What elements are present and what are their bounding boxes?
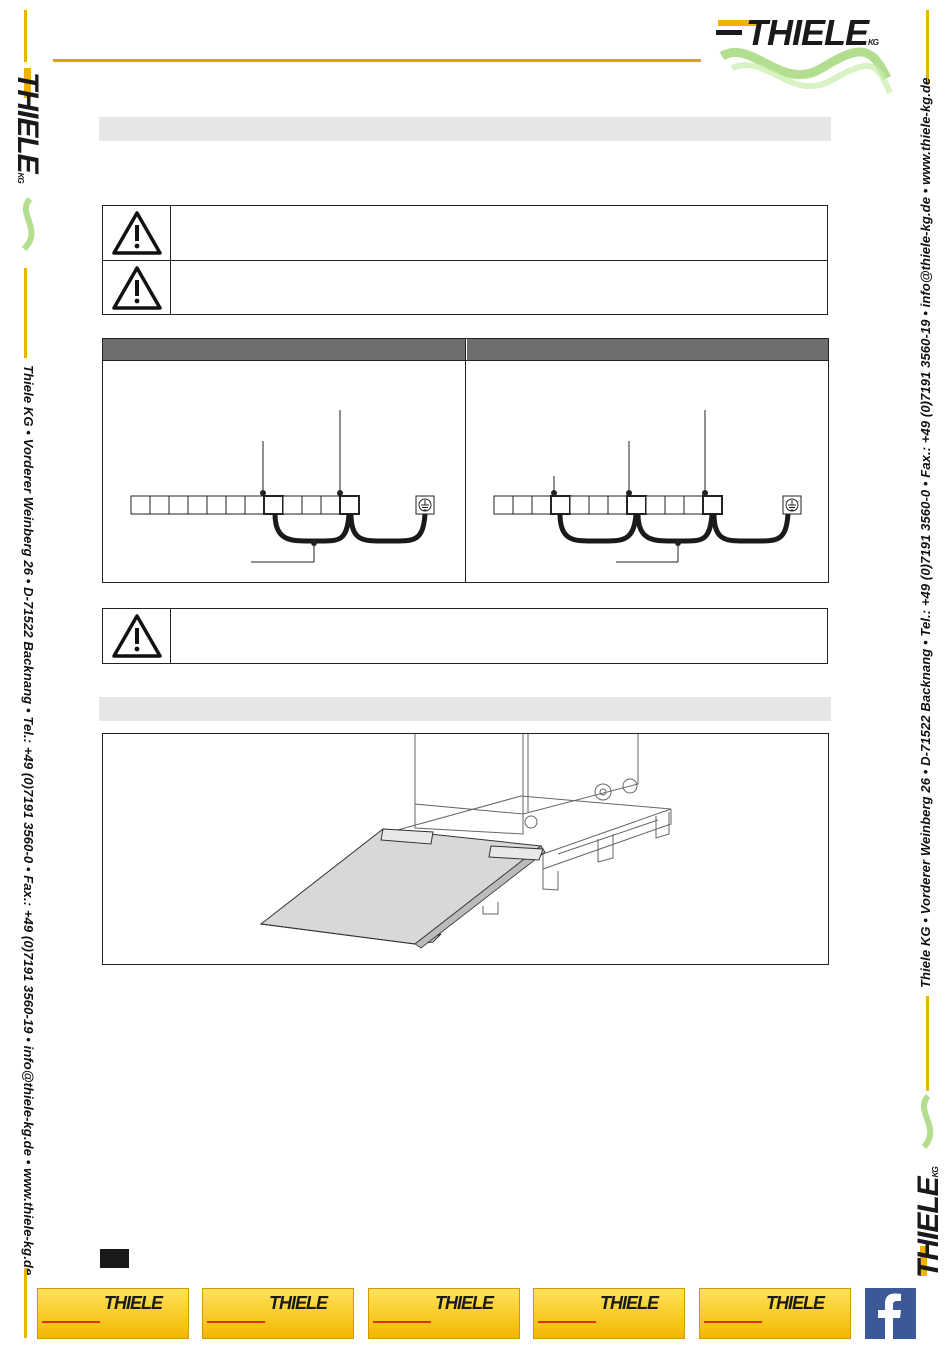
header-logo: THIELEKG: [712, 8, 897, 108]
ground-terminal-icon: [782, 495, 802, 515]
wiring-column-divider: [465, 339, 466, 582]
footer-banner-5[interactable]: THIELE: [699, 1288, 851, 1339]
thiele-logo-icon: [21, 68, 35, 252]
terminal-diagram-right: [493, 410, 802, 563]
footer-banner-label: THIELE: [766, 1293, 825, 1313]
right-brand-name: THIELE: [912, 1177, 945, 1278]
right-logo: THIELEKG: [906, 1092, 948, 1282]
facebook-icon: [878, 1293, 901, 1339]
ramp-illustration-frame: [102, 733, 829, 965]
page-number-box: [100, 1249, 129, 1268]
left-accent-line-bottom: [24, 1268, 27, 1338]
wiring-header-underline: [103, 360, 828, 361]
facebook-button[interactable]: [865, 1288, 916, 1339]
warning-box-2: [102, 608, 828, 664]
right-accent-line-mid: [926, 996, 929, 1091]
section-heading-bar-1: [99, 117, 831, 141]
warning-row: [103, 609, 827, 663]
terminal-diagram-left: [130, 410, 435, 563]
wiring-header-left: [103, 339, 466, 360]
footer-banner-1[interactable]: THIELE: [37, 1288, 189, 1339]
right-brand-suffix: KG: [931, 1167, 940, 1178]
left-contact-line: Thiele KG • Vorderer Weinberg 26 • D-715…: [21, 365, 36, 1276]
footer-banner-label: THIELE: [600, 1293, 659, 1313]
footer-banner-4[interactable]: THIELE: [533, 1288, 685, 1339]
footer-banner-label: THIELE: [104, 1293, 163, 1313]
warning-icon-cell: [103, 261, 171, 315]
left-logo: THIELEKG: [6, 64, 48, 264]
wiring-diagram-table: [102, 338, 829, 583]
header-rule: [53, 59, 701, 62]
left-accent-line-mid: [24, 268, 27, 358]
warning-triangle-icon: [111, 211, 162, 255]
warning-icon-cell: [103, 206, 171, 260]
footer-banner-label: THIELE: [435, 1293, 494, 1313]
warning-icon-cell: [103, 609, 171, 663]
footer-banner-label: THIELE: [269, 1293, 328, 1313]
header-brand-name: THIELE: [746, 12, 869, 53]
thiele-logo-icon: [716, 20, 893, 95]
left-brand-name: THIELE: [11, 72, 44, 173]
header-brand-suffix: KG: [868, 38, 879, 47]
right-contact-line: Thiele KG • Vorderer Weinberg 26 • D-715…: [918, 77, 933, 988]
warning-row: [103, 261, 827, 315]
right-accent-line-top: [926, 10, 929, 85]
left-accent-line-top: [24, 10, 27, 62]
footer-banner-2[interactable]: THIELE: [202, 1288, 354, 1339]
left-brand-suffix: KG: [16, 172, 25, 183]
section-heading-bar-2: [99, 697, 831, 721]
wiring-header-right: [467, 339, 828, 360]
warning-triangle-icon: [111, 266, 162, 310]
warning-box-1: [102, 205, 828, 315]
ramp-illustration: [259, 734, 672, 949]
warning-triangle-icon: [111, 614, 162, 658]
ground-terminal-icon: [415, 495, 435, 515]
thiele-logo-icon: [920, 1094, 934, 1276]
warning-row: [103, 206, 827, 261]
footer-banner-3[interactable]: THIELE: [368, 1288, 520, 1339]
